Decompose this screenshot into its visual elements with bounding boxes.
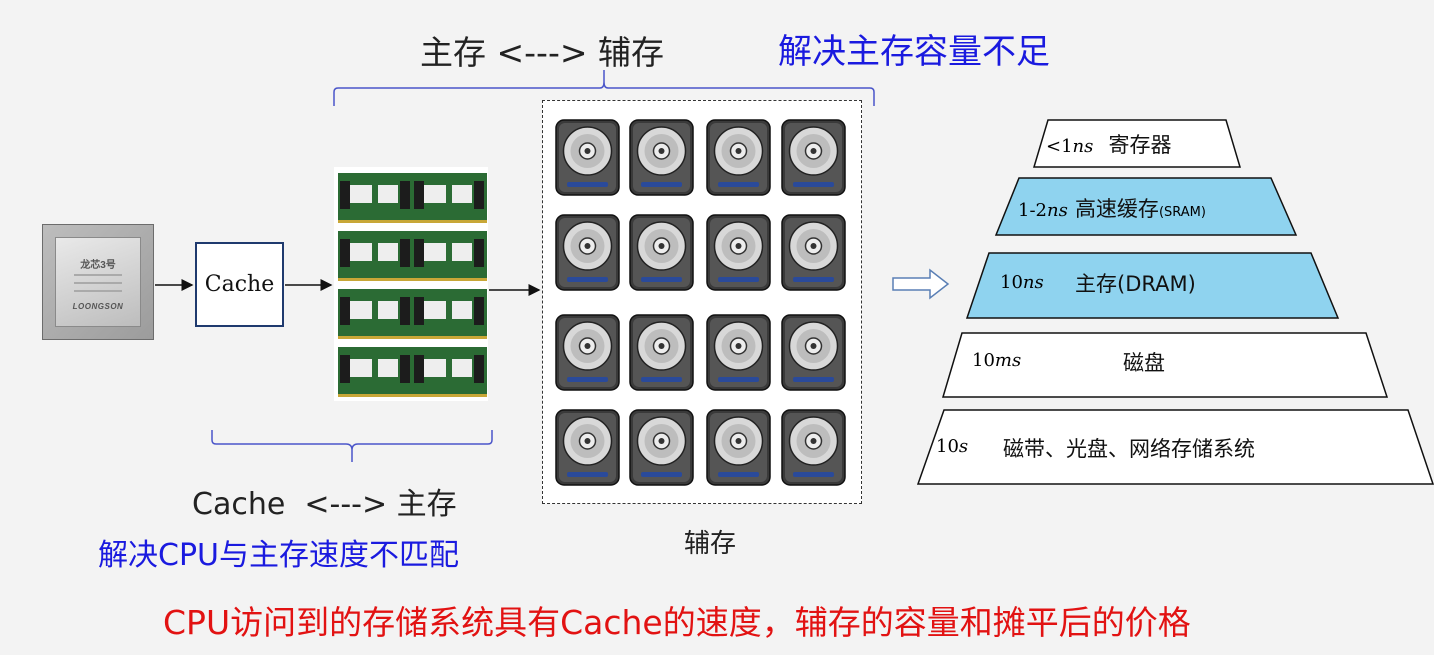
memory-chip: [474, 181, 484, 209]
module-sticker: [422, 243, 446, 261]
module-sticker: [348, 243, 372, 261]
hard-disk-icon: [706, 409, 771, 486]
tier-name: 磁带、光盘、网络存储系统: [1003, 437, 1255, 461]
memory-module: [338, 289, 413, 339]
memory-chip: [340, 297, 350, 325]
module-sticker: [422, 359, 446, 377]
hard-disk-icon: [706, 214, 771, 291]
pyramid-tier-registers: <1ns 寄存器: [1046, 129, 1171, 159]
cpu-chip-image: 龙芯3号 LOONGSON: [42, 224, 154, 340]
hard-disk-icon: [706, 314, 771, 391]
pyramid-tier-storage: 10s: [936, 436, 968, 457]
module-sticker: [452, 301, 472, 319]
module-sticker: [452, 243, 472, 261]
module-sticker: [348, 301, 372, 319]
memory-module: [412, 289, 487, 339]
memory-module: [338, 347, 413, 397]
hard-disk-icon: [555, 314, 620, 391]
disk-panel-caption: 辅存: [684, 529, 737, 559]
hard-disk-icon: [629, 409, 694, 486]
memory-chip: [340, 239, 350, 267]
tier-latency: <1ns: [1046, 136, 1094, 157]
tier-suffix: (SRAM): [1158, 205, 1206, 220]
bottom-bracket: [211, 430, 493, 462]
hard-disk-icon: [781, 409, 846, 486]
cpu-chip-brand: LOONGSON: [72, 302, 124, 311]
top-bracket-label: 主存 <---> 辅存: [420, 33, 665, 72]
memory-modules-image: [334, 167, 488, 401]
memory-module: [412, 231, 487, 281]
hard-disk-icon: [629, 119, 694, 196]
tier-latency: 1-2ns: [1018, 200, 1068, 221]
conclusion-text: CPU访问到的存储系统具有Cache的速度，辅存的容量和摊平后的价格: [163, 603, 1191, 642]
module-sticker: [378, 301, 398, 319]
tier-name: 寄存器: [1108, 133, 1172, 157]
memory-chip: [340, 181, 350, 209]
pyramid-tier-1-shape: [1032, 119, 1242, 168]
memory-chip: [474, 239, 484, 267]
disk-drives-panel: [542, 100, 862, 504]
tier-latency: 10ns: [1000, 272, 1044, 293]
cpu-chip-face: 龙芯3号 LOONGSON: [55, 237, 141, 327]
hard-disk-icon: [781, 119, 846, 196]
bottom-note: 解决CPU与主存速度不匹配: [98, 538, 459, 573]
module-sticker: [452, 185, 472, 203]
memory-chip: [414, 239, 424, 267]
memory-chip: [474, 355, 484, 383]
top-note: 解决主存容量不足: [778, 32, 1050, 72]
tier-name: 高速缓存: [1074, 197, 1159, 221]
memory-module: [338, 231, 413, 281]
memory-chip: [400, 181, 410, 209]
pyramid-tier-3-shape: [965, 252, 1340, 319]
module-sticker: [348, 185, 372, 203]
bottom-bracket-label: Cache <---> 主存: [192, 487, 457, 522]
hard-disk-icon: [555, 214, 620, 291]
pyramid-tier-4-shape: [941, 332, 1389, 398]
cpu-chip-marking: [74, 290, 122, 292]
memory-module: [338, 173, 413, 223]
hard-disk-icon: [781, 314, 846, 391]
module-sticker: [378, 359, 398, 377]
module-sticker: [348, 359, 372, 377]
cpu-chip-marking: [74, 274, 122, 276]
tier-name: 磁盘: [1123, 351, 1165, 375]
module-sticker: [378, 243, 398, 261]
tier-latency: 10s: [936, 436, 969, 457]
hard-disk-icon: [555, 409, 620, 486]
memory-chip: [474, 297, 484, 325]
cache-box: Cache: [195, 242, 284, 327]
hard-disk-icon: [781, 214, 846, 291]
hard-disk-icon: [555, 119, 620, 196]
memory-chip: [400, 297, 410, 325]
module-sticker: [378, 185, 398, 203]
hard-disk-icon: [629, 214, 694, 291]
hard-disk-icon: [706, 119, 771, 196]
cache-box-label: Cache: [204, 272, 275, 297]
pyramid-tier-disk: 10ms: [972, 350, 1021, 371]
hollow-arrow-to-pyramid: [892, 268, 950, 300]
pyramid-tier-main-memory: 10ns: [1000, 272, 1044, 293]
top-bracket: [333, 70, 875, 106]
pyramid-tier-5-shape: [916, 409, 1434, 485]
memory-chip: [414, 181, 424, 209]
tier-latency: 10ms: [972, 350, 1022, 371]
module-sticker: [422, 185, 446, 203]
module-sticker: [452, 359, 472, 377]
memory-chip: [400, 355, 410, 383]
memory-chip: [340, 355, 350, 383]
tier-name: 主存(DRAM): [1075, 272, 1196, 296]
memory-module: [412, 173, 487, 223]
memory-module: [412, 347, 487, 397]
hard-disk-icon: [629, 314, 694, 391]
pyramid-tier-cache: 1-2ns 高速缓存(SRAM): [1018, 193, 1206, 223]
memory-chip: [400, 239, 410, 267]
pyramid-tier-2-shape: [994, 177, 1298, 236]
memory-chip: [414, 297, 424, 325]
cpu-chip-marking: [74, 282, 122, 284]
memory-chip: [414, 355, 424, 383]
module-sticker: [422, 301, 446, 319]
cpu-chip-name: 龙芯3号: [80, 260, 116, 271]
